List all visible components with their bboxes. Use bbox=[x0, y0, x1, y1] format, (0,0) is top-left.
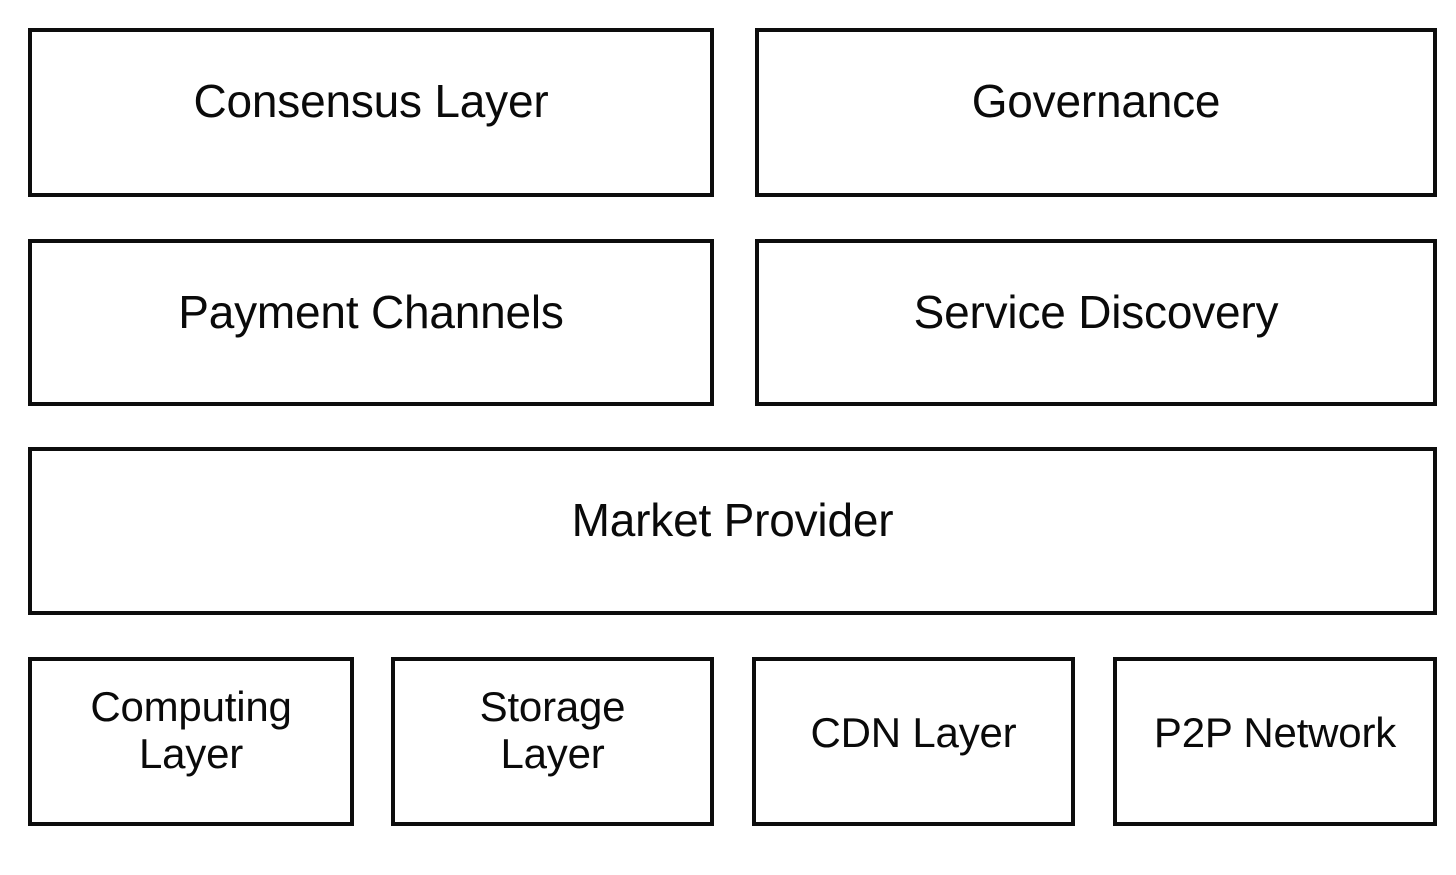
node-p2p-network-label: P2P Network bbox=[1153, 709, 1397, 756]
node-consensus-layer[interactable]: Consensus Layer bbox=[28, 28, 714, 197]
node-market-provider[interactable]: Market Provider bbox=[28, 447, 1437, 615]
node-cdn-layer-label: CDN Layer bbox=[810, 709, 1017, 756]
node-payment-channels-label: Payment Channels bbox=[178, 286, 564, 338]
node-storage-layer[interactable]: Storage Layer bbox=[391, 657, 714, 826]
node-computing-layer[interactable]: Computing Layer bbox=[28, 657, 354, 826]
node-consensus-layer-label: Consensus Layer bbox=[193, 75, 549, 127]
node-payment-channels[interactable]: Payment Channels bbox=[28, 239, 714, 406]
node-cdn-layer[interactable]: CDN Layer bbox=[752, 657, 1075, 826]
node-governance-label: Governance bbox=[971, 75, 1221, 127]
node-market-provider-label: Market Provider bbox=[571, 494, 894, 546]
node-p2p-network[interactable]: P2P Network bbox=[1113, 657, 1437, 826]
node-service-discovery[interactable]: Service Discovery bbox=[755, 239, 1437, 406]
node-storage-layer-label: Storage Layer bbox=[479, 683, 626, 778]
node-computing-layer-label: Computing Layer bbox=[90, 683, 292, 778]
node-service-discovery-label: Service Discovery bbox=[913, 286, 1279, 338]
node-governance[interactable]: Governance bbox=[755, 28, 1437, 197]
